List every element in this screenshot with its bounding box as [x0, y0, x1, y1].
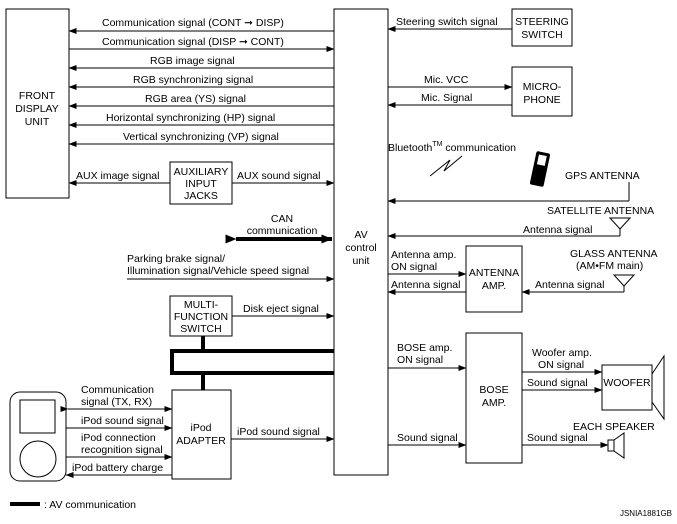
ant-amp-on-label-1: Antenna amp. — [391, 249, 456, 261]
parking-label-1: Parking brake signal/ — [127, 253, 225, 265]
microphone-box: MICRO- PHONE — [511, 66, 573, 117]
antenna-amp-label-2: AMP. — [482, 280, 506, 292]
ipod-adapter-label-2: ADAPTER — [176, 435, 226, 447]
can-label-2: communication — [247, 225, 318, 237]
ipod-conn-label-1: iPod connection — [81, 432, 156, 444]
mfs-label-3: SWITCH — [180, 323, 221, 335]
aux-image-label: AUX image signal — [76, 170, 159, 182]
glass-antenna-icon — [612, 274, 636, 287]
mic-signal-label: Mic. Signal — [421, 92, 472, 104]
rgb-image-label: RGB image signal — [150, 55, 235, 67]
steering-switch-box: STEERING SWITCH — [511, 8, 573, 47]
woofer-sound-label: Sound signal — [527, 377, 588, 389]
microphone-label-1: MICRO- — [523, 81, 562, 93]
satellite-antenna-label: SATELLITE ANTENNA — [547, 205, 654, 217]
cell-phone-icon — [529, 151, 551, 187]
legend-label: : AV communication — [44, 499, 136, 511]
can-label-1: CAN — [271, 213, 293, 225]
woofer-speaker-cone — [651, 354, 665, 421]
satellite-antenna-icon — [608, 217, 632, 230]
front-display-label-2: DISPLAY — [15, 103, 59, 115]
bose-sound-label: Sound signal — [397, 432, 458, 444]
bose-amp-box: BOSE AMP. — [465, 332, 523, 464]
comm-disp-cont-label: Communication signal (DISP ➞ CONT) — [102, 36, 284, 48]
ipod-conn-label-2: recognition signal — [81, 444, 163, 456]
ipod-comm-label-1: Communication — [81, 384, 154, 396]
woofer-label: WOOFER — [603, 377, 651, 389]
front-display-label-3: UNIT — [25, 116, 50, 128]
speaker-sound-label: Sound signal — [527, 432, 588, 444]
av-control-label-1: AV — [354, 229, 367, 241]
aux-label-2: INPUT — [185, 178, 217, 190]
gps-antenna-label: GPS ANTENNA — [565, 170, 640, 182]
glass-antenna-label-1: GLASS ANTENNA — [570, 248, 658, 260]
each-speaker-label: EACH SPEAKER — [573, 421, 655, 433]
hp-sync-label: Horizontal synchronizing (HP) signal — [106, 112, 275, 124]
ipod-sound-av-label: iPod sound signal — [237, 426, 320, 438]
speaker-icon — [607, 432, 625, 459]
microphone-label-2: PHONE — [523, 94, 560, 106]
rgb-area-label: RGB area (YS) signal — [145, 93, 246, 105]
ipod-adapter-label-1: iPod — [190, 422, 211, 434]
mic-vcc-label: Mic. VCC — [424, 74, 469, 86]
aux-label-1: AUXILIARY — [174, 166, 229, 178]
ipod-adapter-box: iPod ADAPTER — [171, 389, 232, 480]
ipod-battery-label: iPod battery charge — [72, 462, 163, 474]
auxiliary-input-jacks-box: AUXILIARY INPUT JACKS — [169, 161, 233, 205]
antenna-amp-label-1: ANTENNA — [469, 267, 519, 279]
ipod-comm-label-2: signal (TX, RX) — [81, 396, 152, 408]
steering-signal-label: Steering switch signal — [396, 16, 498, 28]
glass-antenna-signal-label: Antenna signal — [535, 279, 604, 291]
mfs-label-1: MULTI- — [184, 299, 219, 311]
glass-antenna-label-2: (AM•FM main) — [576, 260, 643, 272]
steering-label-1: STEERING — [515, 16, 569, 28]
figure-id: JSNIA1881GB — [620, 509, 672, 518]
front-display-label-1: FRONT — [19, 90, 56, 102]
aux-label-3: JACKS — [184, 190, 218, 202]
ant-amp-out-label: Antenna signal — [391, 279, 460, 291]
av-control-label-3: unit — [353, 255, 370, 267]
av-communication-bus — [170, 336, 334, 390]
av-control-label-2: control — [345, 242, 377, 254]
vp-sync-label: Vertical synchronizing (VP) signal — [123, 131, 279, 143]
parking-label-2: Illumination signal/Vehicle speed signal — [127, 265, 309, 277]
rgb-sync-label: RGB synchronizing signal — [133, 74, 253, 86]
woofer-on-label-2: ON signal — [538, 359, 584, 371]
multi-function-switch-box: MULTI- FUNCTION SWITCH — [169, 295, 233, 337]
ipod-sound-label: iPod sound signal — [81, 415, 164, 427]
ipod-device-icon — [9, 391, 67, 482]
aux-sound-label: AUX sound signal — [237, 170, 320, 182]
disk-eject-label: Disk eject signal — [243, 303, 319, 315]
display-signal-lines — [68, 28, 335, 186]
satellite-signal-label: Antenna signal — [523, 224, 592, 236]
av-control-unit: AV control unit — [333, 8, 389, 476]
front-display-unit: FRONT DISPLAY UNIT — [5, 8, 70, 199]
steering-label-2: SWITCH — [521, 29, 562, 41]
woofer-on-label-1: Woofer amp. — [532, 347, 592, 359]
antenna-amp-box: ANTENNA AMP. — [465, 245, 523, 313]
bluetooth-wave-icon — [429, 155, 463, 177]
bose-on-label-1: BOSE amp. — [397, 342, 452, 354]
bluetooth-label: BluetoothTM communication — [388, 141, 516, 154]
bose-on-label-2: ON signal — [397, 354, 443, 366]
mfs-label-2: FUNCTION — [174, 311, 228, 323]
ant-amp-on-label-2: ON signal — [391, 261, 437, 273]
comm-cont-disp-label: Communication signal (CONT ➞ DISP) — [102, 17, 284, 29]
bose-amp-label-1: BOSE — [479, 384, 508, 396]
woofer-box: WOOFER — [601, 364, 653, 411]
bose-amp-label-2: AMP. — [482, 397, 506, 409]
